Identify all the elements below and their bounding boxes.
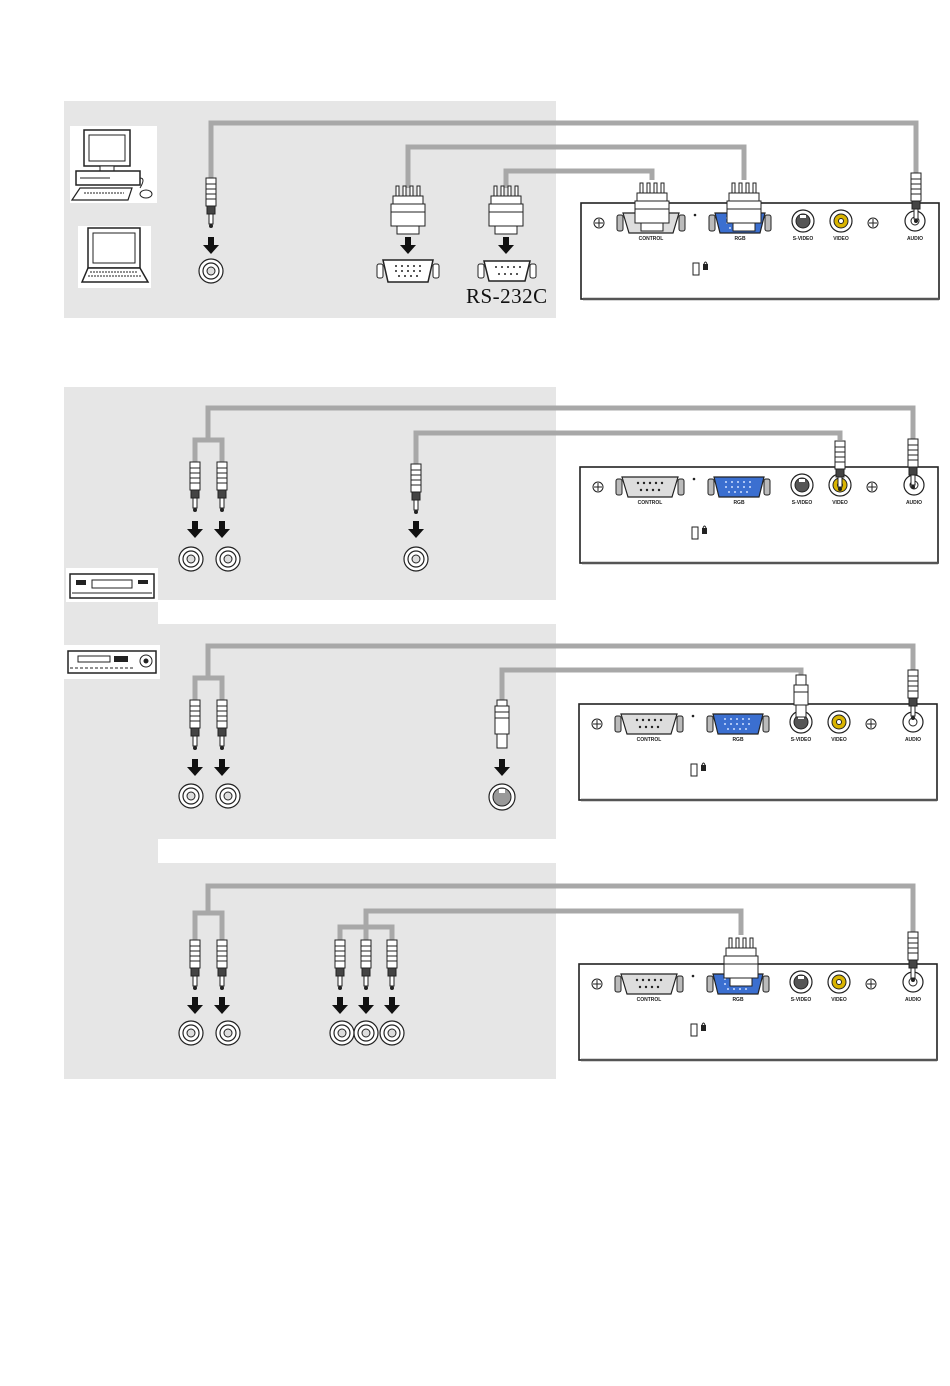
projector-back-panel — [580, 467, 938, 563]
port-label-control: CONTROL — [629, 997, 669, 1003]
port-label-audio: AUDIO — [894, 500, 934, 506]
svideo-plug-on-panel-icon — [794, 675, 808, 717]
laptop-computer-icon — [78, 226, 151, 288]
port-label-control: CONTROL — [631, 236, 671, 242]
port-label-s-video: S-VIDEO — [782, 500, 822, 506]
port-label-control: CONTROL — [630, 500, 670, 506]
svideo-jack-icon — [489, 784, 515, 810]
port-label-s-video: S-VIDEO — [781, 997, 821, 1003]
audio-jack-l-icon — [179, 1021, 203, 1045]
port-label-s-video: S-VIDEO — [781, 737, 821, 743]
dvd-player-icon — [64, 645, 160, 679]
port-label-video: VIDEO — [819, 997, 859, 1003]
audio-jack-l-icon — [179, 784, 203, 808]
rs232c-label: RS-232C — [466, 284, 548, 309]
audio-jack-r-icon — [216, 547, 240, 571]
port-label-audio: AUDIO — [895, 236, 935, 242]
component-jack-pr-icon — [380, 1021, 404, 1045]
port-label-video: VIDEO — [819, 737, 859, 743]
port-label-rgb: RGB — [719, 500, 759, 506]
projector-back-panel — [579, 704, 937, 800]
component-jack-y-icon — [330, 1021, 354, 1045]
port-label-rgb: RGB — [718, 997, 758, 1003]
av-panel-bg — [64, 387, 556, 1079]
audio-jack-icon — [199, 259, 223, 283]
desktop-computer-icon — [70, 126, 157, 203]
vcr-icon — [66, 568, 158, 602]
port-label-rgb: RGB — [720, 236, 760, 242]
port-label-audio: AUDIO — [893, 997, 933, 1003]
port-label-rgb: RGB — [718, 737, 758, 743]
component-jack-pb-icon — [354, 1021, 378, 1045]
video-jack-icon — [404, 547, 428, 571]
port-label-video: VIDEO — [821, 236, 861, 242]
audio-jack-r-icon — [216, 1021, 240, 1045]
port-label-control: CONTROL — [629, 737, 669, 743]
port-label-audio: AUDIO — [893, 737, 933, 743]
svideo-plug-icon — [495, 700, 509, 748]
port-label-video: VIDEO — [820, 500, 860, 506]
audio-jack-r-icon — [216, 784, 240, 808]
port-label-s-video: S-VIDEO — [783, 236, 823, 242]
audio-jack-l-icon — [179, 547, 203, 571]
